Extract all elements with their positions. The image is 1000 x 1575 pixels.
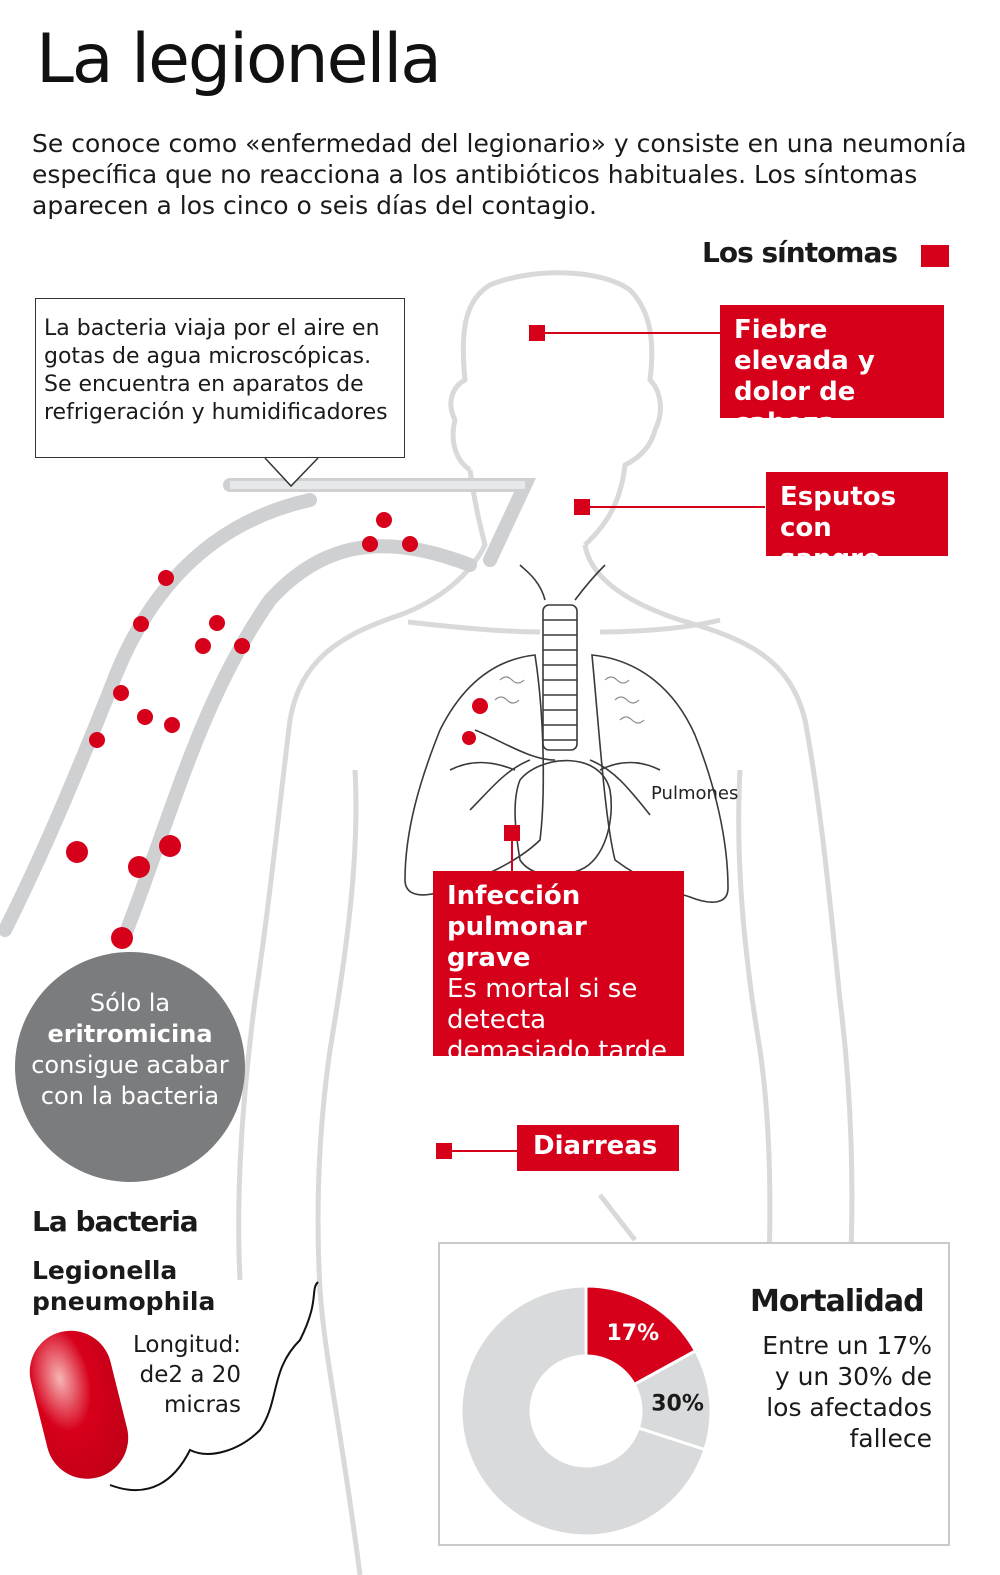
treatment-pre: Sólo la [89,989,171,1017]
callout-connectors [436,325,765,1356]
symptoms-heading: Los síntomas [702,236,898,269]
treatment-circle: Sólo la eritromicina consigue acabar con… [15,952,245,1182]
symptom-lung-infection: Infección pulmonar grave Es mortal si se… [433,871,684,1066]
bacterium-cell [29,1330,129,1479]
transmission-note: La bacteria viaja por el aire en gotas d… [35,298,405,458]
human-silhouette [236,270,855,1575]
symptom-diarrhea: Diarreas [517,1125,679,1171]
slice-label-17: 17% [606,1321,659,1346]
symptoms-heading-marker [921,245,949,267]
symptom-lung-infection-label: Infección pulmonar grave [447,881,587,973]
lungs-illustration [404,564,729,903]
treatment-post: consigue acabar con la bacteria [31,1051,229,1110]
symptom-lung-infection-detail: Es mortal si se detecta demasiado tarde [447,974,667,1066]
symptom-fever: Fiebre elevada y dolor de cabeza [720,305,944,438]
bacteria-length: Longitud: de2 a 20 micras [133,1332,241,1418]
mortality-donut-chart: 17% 30% [459,1284,713,1538]
mortality-text: Entre un 17% y un 30% de los afectados f… [762,1331,932,1453]
droplet-group [66,512,488,949]
intro-text: Se conoce como «enfermedad del legionari… [32,129,967,220]
bacterium-flagellum [109,1281,319,1491]
slice-label-30: 30% [651,1391,704,1416]
mortality-title: Mortalidad [750,1284,925,1319]
air-stream-paths [0,478,536,942]
donut-slice-2 [459,1284,707,1538]
page-title: La legionella [36,20,442,99]
lung-alveoli-texture [494,676,645,724]
bacteria-heading: La bacteria [32,1205,199,1238]
donut-slice-0 [584,1284,698,1387]
speech-bubble-tail [264,457,319,488]
bacteria-name: Legionella pneumophila [32,1256,216,1316]
lungs-label: Pulmones [651,783,739,804]
symptom-sputum: Esputos con sangre [766,472,948,574]
treatment-drug: eritromicina [47,1020,213,1048]
